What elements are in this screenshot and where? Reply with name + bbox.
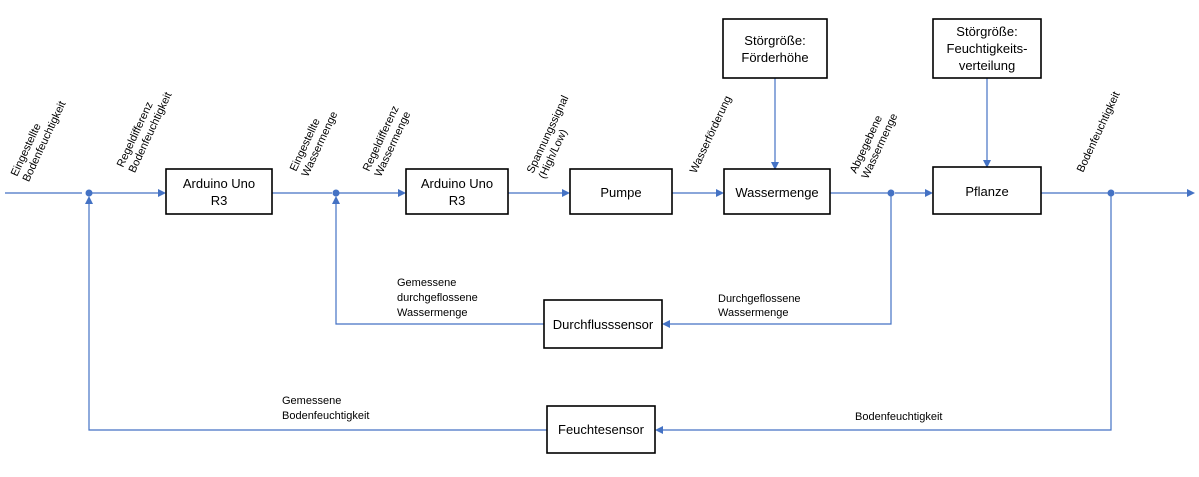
block-controller-1: Arduino Uno R3 (165, 168, 273, 215)
arrowhead (562, 189, 570, 197)
arrowhead (158, 189, 166, 197)
block-label: Feuchtigkeits- (947, 41, 1028, 56)
label-delivered-amount: Abgegebene Wassermenge (848, 112, 900, 181)
label-setpoint: Eingestellte Bodenfeuchtigkeit (9, 99, 69, 183)
label-error-2: Regeldifferenz Wassermenge (361, 104, 413, 179)
block-plant: Pflanze (932, 166, 1042, 215)
block-label: verteilung (959, 58, 1015, 73)
arrowheads (85, 160, 1195, 434)
block-moisture-sensor: Feuchtesensor (546, 405, 656, 454)
signal-label: Wassermenge (397, 307, 468, 319)
block-label: Feuchtesensor (558, 422, 645, 437)
block-flow-sensor: Durchflusssensor (543, 299, 663, 349)
block-label: Wassermenge (735, 185, 818, 200)
label-setpoint-water: Eingestellte Wassermenge (288, 110, 340, 179)
signal-lines (5, 78, 1188, 431)
block-label: Arduino Uno (421, 176, 493, 191)
block-label: Pumpe (600, 185, 641, 200)
label-delivery: Wasserförderung (688, 94, 734, 175)
block-controller-2: Arduino Uno R3 (405, 168, 509, 215)
signal-label: Bodenfeuchtigkeit (1075, 90, 1123, 174)
arrowhead (1187, 189, 1195, 197)
signal-label: durchgeflossene (397, 292, 478, 304)
summing-point-1 (85, 189, 93, 197)
signal-label: Gemessene (282, 395, 341, 407)
block-pump: Pumpe (569, 168, 673, 215)
label-flow-in: Durchgeflossene Wassermenge (718, 293, 801, 319)
signal-label: Wasserförderung (688, 94, 734, 175)
line-moisture-feedback-in (661, 196, 1112, 431)
arrowhead (716, 189, 724, 197)
block-label: Förderhöhe (741, 50, 808, 65)
arrowhead (655, 426, 663, 434)
signal-label: Gemessene (397, 277, 456, 289)
signal-label: Durchgeflossene (718, 293, 801, 305)
label-flow-measured: Gemessene durchgeflossene Wassermenge (397, 277, 478, 319)
arrowhead (771, 162, 779, 170)
block-label: Pflanze (965, 184, 1008, 199)
label-moisture-measured: Gemessene Bodenfeuchtigkeit (282, 395, 369, 422)
branch-point-moisture (1107, 189, 1115, 197)
block-water-amount: Wassermenge (723, 168, 831, 215)
block-disturbance-1: Störgröße: Förderhöhe (722, 18, 828, 79)
block-disturbance-2: Störgröße: Feuchtigkeits- verteilung (932, 18, 1042, 79)
arrowhead (662, 320, 670, 328)
block-label: R3 (449, 193, 466, 208)
label-moisture-in: Bodenfeuchtigkeit (855, 411, 942, 423)
arrowhead (85, 196, 93, 204)
block-label: Durchflusssensor (553, 317, 654, 332)
block-label: Störgröße: (956, 24, 1017, 39)
arrowhead (983, 160, 991, 168)
signal-label: Bodenfeuchtigkeit (282, 410, 369, 422)
branch-point-flow (887, 189, 895, 197)
label-soil-moisture: Bodenfeuchtigkeit (1075, 90, 1123, 174)
label-error-1: Regeldifferenz Bodenfeuchtigkeit (115, 90, 175, 174)
signal-label: Wassermenge (718, 307, 789, 319)
arrowhead (398, 189, 406, 197)
line-moisture-feedback-out (88, 202, 547, 431)
block-label: R3 (211, 193, 228, 208)
junctions (85, 189, 1115, 197)
arrowhead (332, 196, 340, 204)
line-flow-feedback-out (335, 202, 544, 325)
block-label: Störgröße: (744, 33, 805, 48)
arrowhead (925, 189, 933, 197)
label-voltage: Spannungssignal (High/Low) (525, 94, 572, 181)
line-flow-feedback-in (668, 196, 892, 325)
block-label: Arduino Uno (183, 176, 255, 191)
signal-label: Bodenfeuchtigkeit (855, 411, 942, 423)
summing-point-2 (332, 189, 340, 197)
